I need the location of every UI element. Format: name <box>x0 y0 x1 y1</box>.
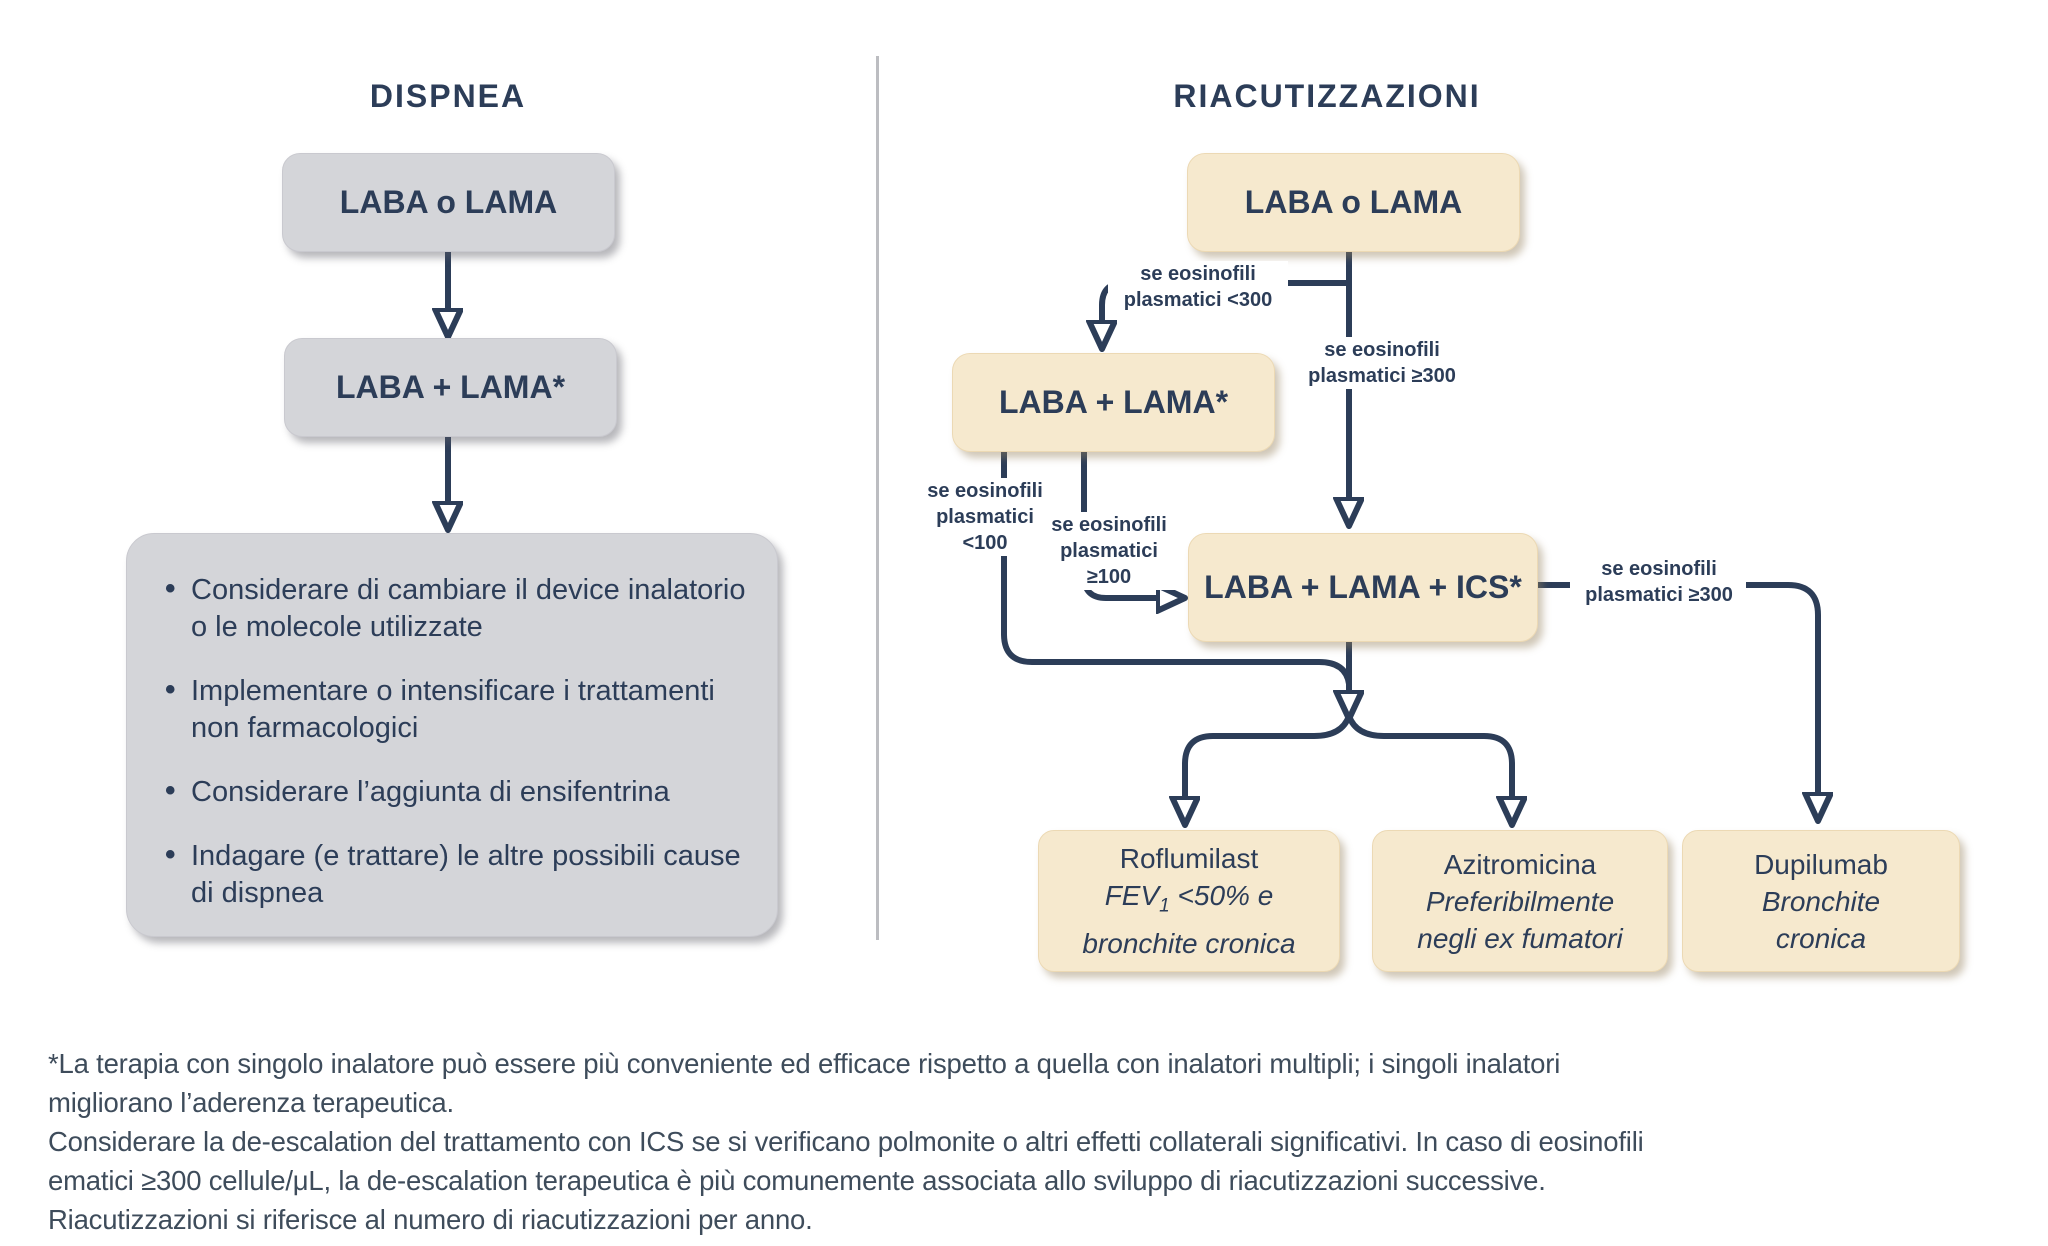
column-divider <box>876 56 879 940</box>
node-right-laba-lama-label: LABA + LAMA* <box>998 384 1229 420</box>
dispnea-actions-box: Considerare di cambiare il device inalat… <box>126 533 778 937</box>
node-right-laba-o-lama: LABA o LAMA <box>1187 153 1520 252</box>
list-item: Considerare di cambiare il device inalat… <box>157 570 765 646</box>
arrow-split-roflumilast <box>1185 714 1352 798</box>
node-right-laba-lama: LABA + LAMA* <box>952 353 1275 452</box>
label-eosinofili-lt300: se eosinofili plasmatici <300 <box>1108 261 1288 313</box>
list-item: Implementare o intensificare i trattamen… <box>157 671 765 747</box>
footnote-line: Considerare la de-escalation del trattam… <box>48 1126 1644 1157</box>
label-eosinofili-ge100: se eosinofili plasmatici ≥100 <box>1034 512 1184 590</box>
roflumilast-criteria-bronchite: bronchite cronica <box>1082 927 1296 959</box>
footnote-line: Riacutizzazioni si riferisce al numero d… <box>48 1204 813 1235</box>
heading-dispnea: DISPNEA <box>369 78 527 114</box>
node-roflumilast: Roflumilast FEV1 <50% e bronchite cronic… <box>1038 830 1340 972</box>
node-left-laba-o-lama: LABA o LAMA <box>282 153 615 252</box>
node-right-laba-o-lama-label: LABA o LAMA <box>1244 184 1463 220</box>
roflumilast-criteria-fev: FEV1 <50% e <box>1104 880 1274 917</box>
node-laba-lama-ics-label: LABA + LAMA + ICS* <box>1204 569 1522 605</box>
dispnea-actions-list: Considerare di cambiare il device inalat… <box>157 570 765 912</box>
arrow-split-azitromicina <box>1346 714 1512 798</box>
node-azitromicina: Azitromicina Preferibilmente negli ex fu… <box>1372 830 1668 972</box>
heading-riacutizzazioni: RIACUTIZZAZIONI <box>1173 78 1481 114</box>
node-left-laba-lama: LABA + LAMA* <box>284 338 617 437</box>
footnote-line: migliorano l’aderenza terapeutica. <box>48 1087 454 1118</box>
node-left-laba-o-lama-label: LABA o LAMA <box>339 184 558 220</box>
azitromicina-note-1: Preferibilmente <box>1425 885 1615 917</box>
label-eosinofili-ge300-right: se eosinofili plasmatici ≥300 <box>1572 556 1746 608</box>
node-laba-lama-ics: LABA + LAMA + ICS* <box>1188 533 1538 642</box>
footnote-line: ematici ≥300 cellule/μL, la de-escalatio… <box>48 1165 1546 1196</box>
dupilumab-note-2: cronica <box>1775 922 1867 954</box>
footnotes: *La terapia con singolo inalatore può es… <box>48 1044 2028 1239</box>
dupilumab-note-1: Bronchite <box>1761 885 1881 917</box>
label-eosinofili-ge300-top: se eosinofili plasmatici ≥300 <box>1292 337 1472 389</box>
footnote-line: *La terapia con singolo inalatore può es… <box>48 1048 1561 1079</box>
list-item: Indagare (e trattare) le altre possibili… <box>157 836 765 912</box>
azitromicina-note-2: negli ex fumatori <box>1417 922 1623 954</box>
azitromicina-title: Azitromicina <box>1443 848 1597 880</box>
list-item: Considerare l’aggiunta di ensifentrina <box>157 772 765 811</box>
arrow-ge300-to-dupilumab <box>1744 582 1818 794</box>
node-left-laba-lama-label: LABA + LAMA* <box>335 369 566 405</box>
roflumilast-title: Roflumilast <box>1119 843 1259 875</box>
dupilumab-title: Dupilumab <box>1754 848 1888 880</box>
node-dupilumab: Dupilumab Bronchite cronica <box>1682 830 1960 972</box>
